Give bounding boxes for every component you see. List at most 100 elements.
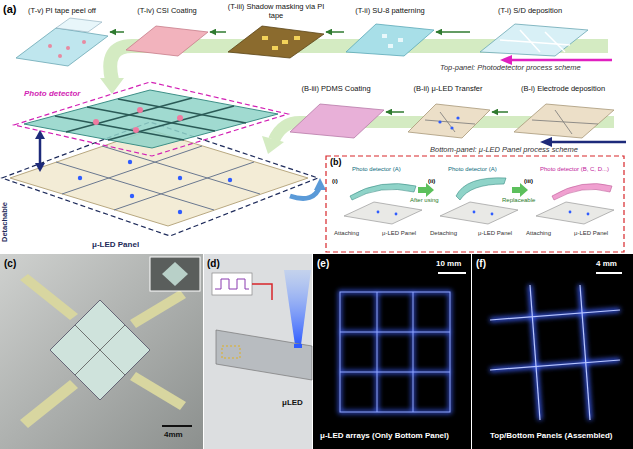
figure-label: μLED (282, 398, 303, 407)
illustration-shape (545, 32, 565, 52)
illustration-shape (118, 99, 246, 123)
illustration-shape (39, 136, 42, 166)
illustration-shape (344, 202, 422, 224)
illustration-shape (456, 178, 506, 200)
figure-label: (iii) (524, 178, 533, 185)
illustration-shape (130, 290, 186, 328)
illustration-shape (222, 346, 240, 358)
illustration-shape (290, 104, 384, 138)
illustration-shape (536, 202, 614, 224)
illustration-shape (596, 272, 622, 274)
step-sheet (290, 104, 614, 138)
illustration-shape (408, 104, 490, 138)
step-label: (T-v) PI tape peel off (14, 6, 110, 15)
illustration-shape (252, 284, 272, 300)
illustration-shape (87, 107, 215, 131)
figure-label: Photo detector (24, 89, 80, 98)
illustration-shape (82, 40, 86, 44)
illustration-shape (284, 270, 311, 345)
illustration-shape (93, 119, 99, 125)
illustration-shape (314, 178, 326, 190)
illustration-shape (456, 116, 459, 119)
process-arrow (210, 31, 226, 33)
illustration-shape (24, 90, 278, 148)
illustration-shape (294, 36, 300, 40)
illustration-shape (500, 40, 570, 45)
figure-label: (e) (317, 258, 329, 270)
illustration-shape (262, 136, 284, 154)
illustration-shape (382, 34, 387, 38)
figure-label: Attaching (334, 230, 359, 237)
photo-e (313, 254, 471, 449)
process-step: (T-iii) Shadow masking via PI tape (226, 2, 326, 60)
illustration-shape (376, 292, 379, 412)
step-label: (T-ii) SU-8 patterning (344, 6, 436, 15)
illustration-shape (377, 292, 378, 412)
illustration-shape (569, 211, 572, 214)
figure-label: Top-panel: Photodetector process scheme (440, 64, 581, 73)
process-step: (T-ii) SU-8 patterning (344, 6, 436, 58)
figure-label: Photo detector (A) (448, 166, 497, 173)
figure-label: (i) (332, 178, 338, 185)
illustration-shape (350, 184, 416, 200)
figure-label: 4mm (164, 430, 183, 439)
illustration-shape (555, 110, 572, 134)
illustration-shape (20, 274, 78, 320)
figure-label: Photo detector (A) (352, 166, 401, 173)
illustration-shape (177, 115, 183, 121)
illustration-shape (490, 285, 620, 420)
illustration-shape (340, 332, 450, 333)
process-step: (B-ii) μ-LED Transfer (404, 84, 492, 140)
illustration-shape (313, 254, 471, 449)
photo-d (204, 254, 312, 449)
illustration-shape (398, 38, 403, 42)
illustration-shape (114, 162, 254, 210)
illustration-shape (580, 285, 590, 420)
photo-f (472, 254, 633, 449)
figure-label: μ-LED arrays (Only Bottom Panel) (320, 431, 449, 440)
step-sheet (16, 18, 588, 66)
illustration-shape (580, 285, 590, 420)
illustration-shape (450, 126, 453, 129)
illustration-shape (587, 213, 590, 216)
figure-label: Bottom-panel: μ-LED Panel process scheme (430, 146, 578, 155)
illustration-shape (58, 54, 62, 58)
illustration-shape (388, 44, 393, 48)
illustration-shape (514, 104, 614, 138)
illustration-shape (150, 257, 200, 291)
process-arrow (436, 31, 470, 33)
illustration-shape (490, 310, 620, 320)
illustration-shape (490, 360, 620, 370)
illustration-shape (425, 120, 475, 124)
illustration-shape (340, 292, 450, 412)
illustration-shape (472, 254, 633, 449)
illustration-shape (552, 184, 612, 200)
illustration-shape (66, 46, 70, 50)
illustration-shape (35, 130, 45, 139)
figure-label: μ-LED Panel (574, 230, 608, 237)
illustration-shape (228, 26, 324, 58)
illustration-shape (438, 272, 466, 274)
illustration-shape (440, 202, 518, 224)
illustration-shape (548, 141, 626, 144)
illustration-shape (438, 120, 441, 123)
illustration-shape (204, 254, 312, 449)
illustration-shape (530, 285, 540, 420)
illustration-shape (512, 183, 528, 197)
illustration-shape (272, 46, 278, 50)
illustration-shape (20, 380, 78, 428)
illustration-shape (162, 262, 188, 286)
illustration-shape (480, 24, 588, 56)
illustration-shape (530, 285, 540, 420)
usage-scenes (326, 156, 624, 252)
figure-label: Photo detector (B, C, D...) (540, 166, 609, 173)
illustration-shape (14, 82, 288, 156)
figure-label: 4 mm (596, 259, 617, 268)
figure-label: Detachable (1, 202, 10, 242)
illustration-shape (108, 106, 234, 140)
illustration-shape (473, 211, 476, 214)
illustration-shape (178, 210, 182, 214)
step-label: (B-iii) PDMS Coating (286, 84, 386, 93)
process-arrow (492, 111, 508, 113)
